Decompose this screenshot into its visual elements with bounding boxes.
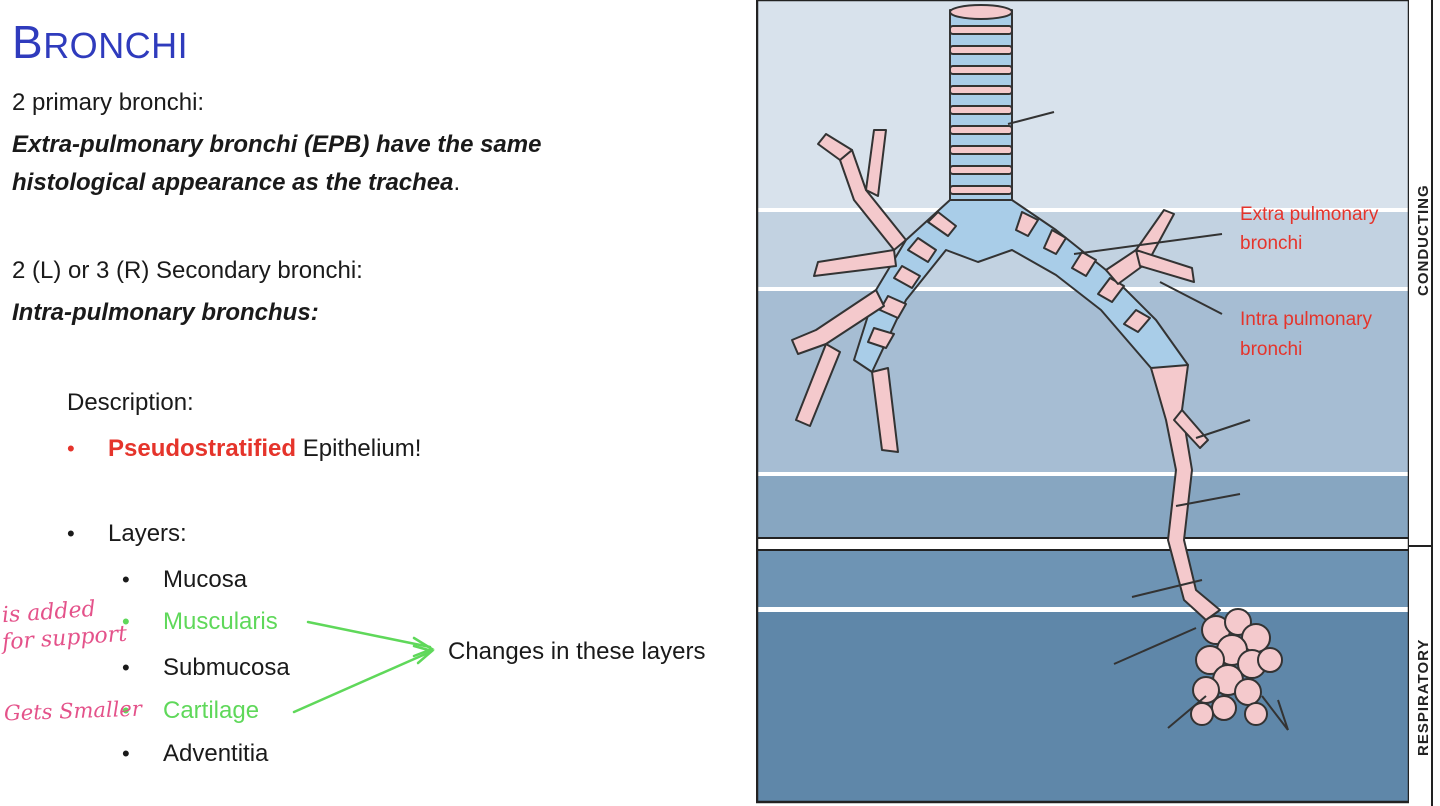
layer-bullet-4: • bbox=[122, 698, 130, 723]
epb-line-2-text: histological appearance as the trachea bbox=[12, 169, 454, 196]
epb-line-1: Extra-pulmonary bronchi (EPB) have the s… bbox=[12, 131, 542, 158]
label-intra-pulmonary-2: bronchi bbox=[1240, 339, 1302, 360]
slide-title: BRONCHI bbox=[12, 14, 188, 74]
secondary-bronchi-heading: 2 (L) or 3 (R) Secondary bronchi: bbox=[12, 257, 363, 284]
trachea-opening bbox=[949, 4, 1013, 20]
diagram-labels: Extra pulmonary bronchi Intra pulmonary … bbox=[1240, 204, 1379, 360]
layers-label: Layers: bbox=[108, 520, 187, 547]
epithelium-line: Pseudostratified Epithelium! bbox=[108, 434, 421, 464]
epb-period: . bbox=[453, 169, 461, 196]
ipb-heading: Intra-pulmonary bronchus: bbox=[12, 299, 319, 326]
layer-muscularis: Muscularis bbox=[163, 608, 278, 635]
band-bronchioles bbox=[758, 476, 1408, 538]
label-extra-pulmonary-1: Extra pulmonary bbox=[1240, 204, 1379, 225]
arrow-head-top bbox=[412, 636, 435, 658]
layers-bullet: • bbox=[67, 521, 75, 546]
trachea-rings bbox=[949, 25, 1013, 195]
epithelium-rest: Epithelium! bbox=[296, 435, 422, 462]
layer-mucosa: Mucosa bbox=[163, 566, 248, 593]
zone-divider bbox=[758, 538, 1408, 550]
band-respiratory-bronchioles bbox=[758, 550, 1408, 607]
layer-bullet-1: • bbox=[122, 567, 130, 592]
primary-bronchi-heading: 2 primary bronchi: bbox=[12, 89, 205, 116]
title-initial: B bbox=[12, 16, 44, 68]
bronchial-tree bbox=[791, 4, 1283, 726]
handwritten-note-cartilage: Gets Smaller bbox=[3, 696, 143, 726]
layer-submucosa: Submucosa bbox=[163, 654, 290, 681]
alveolar-sacs bbox=[1190, 608, 1283, 726]
bronchi-rings bbox=[867, 211, 1151, 349]
epb-line-2: histological appearance as the trachea. bbox=[12, 168, 460, 198]
arrow-cartilage bbox=[292, 650, 432, 714]
change-arrows bbox=[292, 620, 435, 714]
layer-bullet-2: • bbox=[122, 609, 130, 634]
zone-bands bbox=[756, 0, 1411, 804]
layer-bullet-3: • bbox=[122, 655, 130, 680]
airway-diagram: CONDUCTING RESPIRATORY bbox=[756, 0, 1433, 806]
band-alveoli bbox=[758, 612, 1408, 802]
label-extra-pulmonary-2: bronchi bbox=[1240, 233, 1302, 254]
description-label: Description: bbox=[67, 389, 194, 416]
layer-adventitia: Adventitia bbox=[163, 740, 269, 767]
side-label-respiratory: RESPIRATORY bbox=[1415, 639, 1432, 756]
changes-note: Changes in these layers bbox=[448, 638, 706, 665]
side-label-conducting: CONDUCTING bbox=[1415, 184, 1432, 296]
arrow-head-bottom bbox=[412, 644, 435, 665]
layer-cartilage: Cartilage bbox=[163, 697, 260, 724]
band-trachea bbox=[758, 0, 1408, 208]
side-strip bbox=[1409, 0, 1433, 806]
layer-bullet-5: • bbox=[122, 741, 130, 766]
epithelium-highlight: Pseudostratified bbox=[108, 435, 297, 462]
epithelium-bullet: • bbox=[67, 436, 75, 461]
title-rest: RONCHI bbox=[43, 25, 189, 66]
label-intra-pulmonary-1: Intra pulmonary bbox=[1240, 309, 1373, 330]
leader-lines bbox=[1007, 111, 1289, 731]
arrow-muscularis bbox=[306, 620, 432, 649]
